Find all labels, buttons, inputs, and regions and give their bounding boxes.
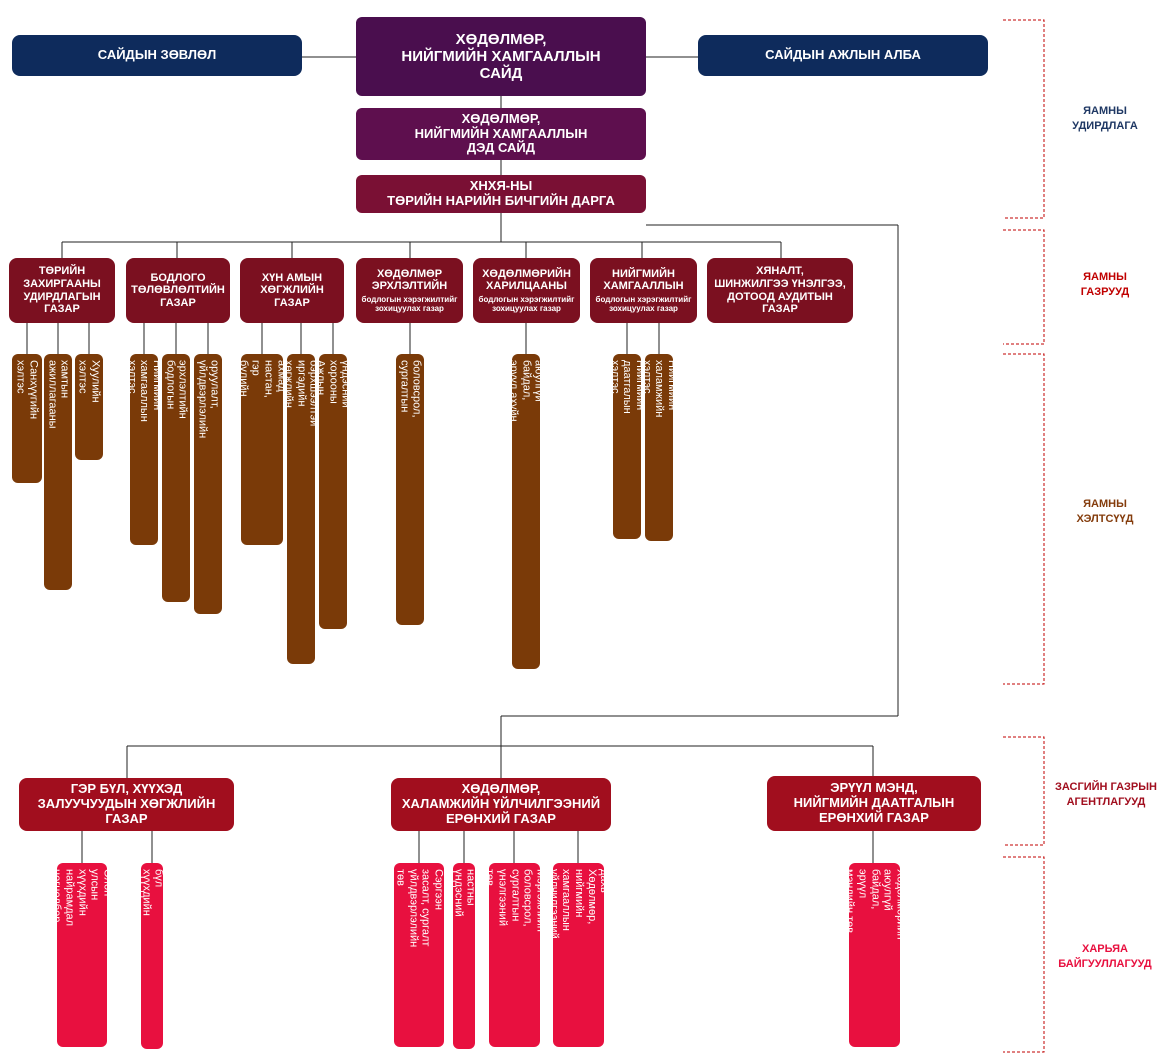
- unit-label: Гадаад хамтын ажиллагааны хэлтэс: [44, 360, 72, 429]
- subsidiary-label: Мэргэжлийн боловсрол, сургалтын үнэлгээн…: [489, 869, 540, 932]
- minister-box: ХӨДӨЛМӨР, НИЙГМИЙН ХАМГААЛЛЫН САЙД: [356, 17, 646, 96]
- unit-label: Хүүхэд, залуус, ахмад настан, гэр бүлийн…: [241, 360, 283, 398]
- unit-box: Нийгмийн халамжийн хэлтэс: [645, 354, 673, 541]
- department-subtitle: бодлогын хэрэгжилтийг зохицуулах газар: [595, 294, 692, 314]
- ministers-council-box: САЙДЫН ЗӨВЛӨЛ: [12, 35, 302, 76]
- unit-label: Нийгмийн даатгалын хэлтэс: [613, 360, 641, 414]
- department-box: ХӨДӨЛМӨР ЭРХЛЭЛТИЙН бодлогын хэрэгжилтий…: [356, 258, 463, 323]
- unit-label: Мэргэжлийн боловсрол, сургалтын хэлтэс: [396, 360, 424, 423]
- department-title: ХӨДӨЛМӨРИЙН ХАРИЛЦААНЫ: [482, 267, 571, 293]
- unit-box: Нийгмийн даатгалын хэлтэс: [613, 354, 641, 539]
- state-secretary-label: ХНХЯ-НЫ ТӨРИЙН НАРИЙН БИЧГИЙН ДАРГА: [387, 178, 615, 208]
- unit-box: Нийгмийн хамгааллын хэлтэс: [130, 354, 158, 545]
- unit-label: Хөгжлийн бэрхшээлтэй иргэдийн хөгжлийн х…: [287, 360, 315, 427]
- unit-box: Гадаад хамтын ажиллагааны хэлтэс: [44, 354, 72, 590]
- subsidiary-box: Хөдөлмөрийн аюулгүй байдал, эрүүл мэндий…: [849, 863, 900, 1047]
- side-label-agencies: ЗАСГИЙН ГАЗРЫН АГЕНТЛАГУУД: [1055, 781, 1157, 808]
- department-subtitle: бодлогын хэрэгжилтийг зохицуулах газар: [478, 294, 575, 314]
- agency-title: ГЭР БҮЛ, ХҮҮХЭД ЗАЛУУЧУУДЫН ХӨГЖЛИЙН ГАЗ…: [37, 781, 216, 826]
- department-box: НИЙГМИЙН ХАМГААЛЛЫН бодлогын хэрэгжилтий…: [590, 258, 697, 323]
- subsidiary-box: Ахмад настны үндэсний төв: [453, 863, 475, 1049]
- unit-box: Жендэрийн үндэсний хорооны Ажлын алба: [319, 354, 347, 629]
- unit-box: Хуулийн хэлтэс: [75, 354, 103, 460]
- unit-box: Хүүхэд, залуус, ахмад настан, гэр бүлийн…: [241, 354, 283, 545]
- subsidiary-label: Өнөр бүл хүүхдийн төв: [141, 869, 163, 916]
- deputy-minister-label: ХӨДӨЛМӨР, НИЙГМИЙН ХАМГААЛЛЫН ДЭД САЙД: [414, 110, 588, 156]
- unit-label: Жендэрийн үндэсний хорооны Ажлын алба: [319, 360, 347, 408]
- subsidiary-box: Олон улсын хүүхдийн найрамдал цогцолбор: [57, 863, 107, 1047]
- unit-box: Хөрөнгө оруулалт, үйлдвэрлэлийн хэлтэс: [194, 354, 222, 614]
- department-box: ХӨДӨЛМӨРИЙН ХАРИЛЦААНЫ бодлогын хэрэгжил…: [473, 258, 580, 323]
- subsidiary-label: Олон улсын хүүхдийн найрамдал цогцолбор: [57, 869, 107, 927]
- unit-label: Хуулийн хэлтэс: [77, 360, 102, 403]
- deputy-minister-box: ХӨДӨЛМӨР, НИЙГМИЙН ХАМГААЛЛЫН ДЭД САЙД: [356, 108, 646, 160]
- minister-label: ХӨДӨЛМӨР, НИЙГМИЙН ХАМГААЛЛЫН САЙД: [401, 30, 601, 83]
- minister-office-label: САЙДЫН АЖЛЫН АЛБА: [765, 47, 921, 63]
- unit-box: Хөгжлийн бэрхшээлтэй иргэдийн хөгжлийн х…: [287, 354, 315, 664]
- department-box: БОДЛОГО ТӨЛӨВЛӨЛТИЙН ГАЗАР: [126, 258, 230, 323]
- department-title: ХЯНАЛТ, ШИНЖИЛГЭЭ ҮНЭЛГЭЭ, ДОТООД АУДИТЫ…: [714, 265, 846, 316]
- agency-box: ХӨДӨЛМӨР, ХАЛАМЖИЙН ҮЙЛЧИЛГЭЭНИЙ ЕРӨНХИЙ…: [391, 778, 611, 831]
- department-subtitle: бодлогын хэрэгжилтийг зохицуулах газар: [361, 294, 458, 314]
- side-label-departments: ЯАМНЫ ГАЗРУУД: [1080, 271, 1130, 298]
- subsidiary-label: Солонгос дахь Хөдөлмөр, нийгмийн хамгаал…: [553, 869, 604, 939]
- subsidiary-label: Сэргээн засалт, сургалт үйлдвэрлэлийн тө…: [394, 869, 444, 948]
- agency-box: ГЭР БҮЛ, ХҮҮХЭД ЗАЛУУЧУУДЫН ХӨГЖЛИЙН ГАЗ…: [19, 778, 234, 831]
- department-title: ТӨРИЙН ЗАХИРГААНЫ УДИРДЛАГЫН ГАЗАР: [23, 265, 101, 316]
- agency-box: ЭРҮҮЛ МЭНД, НИЙГМИЙН ДААТГАЛЫН ЕРӨНХИЙ Г…: [767, 776, 981, 831]
- department-title: ХҮН АМЫН ХӨГЖЛИЙН ГАЗАР: [260, 271, 324, 309]
- minister-office-box: САЙДЫН АЖЛЫН АЛБА: [698, 35, 988, 76]
- subsidiary-box: Өнөр бүл хүүхдийн төв: [141, 863, 163, 1049]
- unit-label: Санхүүгийн хэлтэс: [15, 360, 40, 420]
- unit-label: Хөдөлмөр эрхлэлтийн бодлогын хэлтэс: [162, 360, 190, 419]
- department-box: ХЯНАЛТ, ШИНЖИЛГЭЭ ҮНЭЛГЭЭ, ДОТООД АУДИТЫ…: [707, 258, 853, 323]
- unit-box: Хөдөлмөрийн аюулгүй байдал, эрүүл ахуйн …: [512, 354, 540, 669]
- agency-title: ЭРҮҮЛ МЭНД, НИЙГМИЙН ДААТГАЛЫН ЕРӨНХИЙ Г…: [793, 780, 955, 825]
- side-label-subsidiaries: ХАРЬЯА БАЙГУУЛЛАГУУД: [1058, 943, 1152, 970]
- side-label-units: ЯАМНЫ ХЭЛТСҮҮД: [1076, 498, 1134, 525]
- side-label-leadership: ЯАМНЫ УДИРДЛАГА: [1072, 105, 1138, 132]
- state-secretary-box: ХНХЯ-НЫ ТӨРИЙН НАРИЙН БИЧГИЙН ДАРГА: [356, 175, 646, 213]
- ministers-council-label: САЙДЫН ЗӨВЛӨЛ: [97, 47, 217, 63]
- unit-label: Нийгмийн хамгааллын хэлтэс: [130, 360, 158, 422]
- unit-box: Хөдөлмөр эрхлэлтийн бодлогын хэлтэс: [162, 354, 190, 602]
- subsidiary-box: Мэргэжлийн боловсрол, сургалтын үнэлгээн…: [489, 863, 540, 1047]
- department-title: ХӨДӨЛМӨР ЭРХЛЭЛТИЙН: [371, 267, 448, 293]
- subsidiary-box: Солонгос дахь Хөдөлмөр, нийгмийн хамгаал…: [553, 863, 604, 1047]
- unit-box: Санхүүгийн хэлтэс: [12, 354, 42, 483]
- department-box: ТӨРИЙН ЗАХИРГААНЫ УДИРДЛАГЫН ГАЗАР: [9, 258, 115, 323]
- agency-title: ХӨДӨЛМӨР, ХАЛАМЖИЙН ҮЙЛЧИЛГЭЭНИЙ ЕРӨНХИЙ…: [401, 781, 601, 826]
- unit-box: Мэргэжлийн боловсрол, сургалтын хэлтэс: [396, 354, 424, 625]
- subsidiary-label: Ахмад настны үндэсний төв: [453, 869, 475, 917]
- unit-label: Хөдөлмөрийн аюулгүй байдал, эрүүл ахуйн …: [512, 360, 540, 422]
- department-title: НИЙГМИЙН ХАМГААЛЛЫН: [603, 267, 684, 293]
- unit-label: Хөрөнгө оруулалт, үйлдвэрлэлийн хэлтэс: [194, 360, 222, 439]
- subsidiary-box: Сэргээн засалт, сургалт үйлдвэрлэлийн тө…: [394, 863, 444, 1047]
- department-title: БОДЛОГО ТӨЛӨВЛӨЛТИЙН ГАЗАР: [131, 271, 225, 309]
- subsidiary-label: Хөдөлмөрийн аюулгүй байдал, эрүүл мэндий…: [849, 869, 900, 940]
- department-box: ХҮН АМЫН ХӨГЖЛИЙН ГАЗАР: [240, 258, 344, 323]
- unit-label: Нийгмийн халамжийн хэлтэс: [645, 360, 673, 418]
